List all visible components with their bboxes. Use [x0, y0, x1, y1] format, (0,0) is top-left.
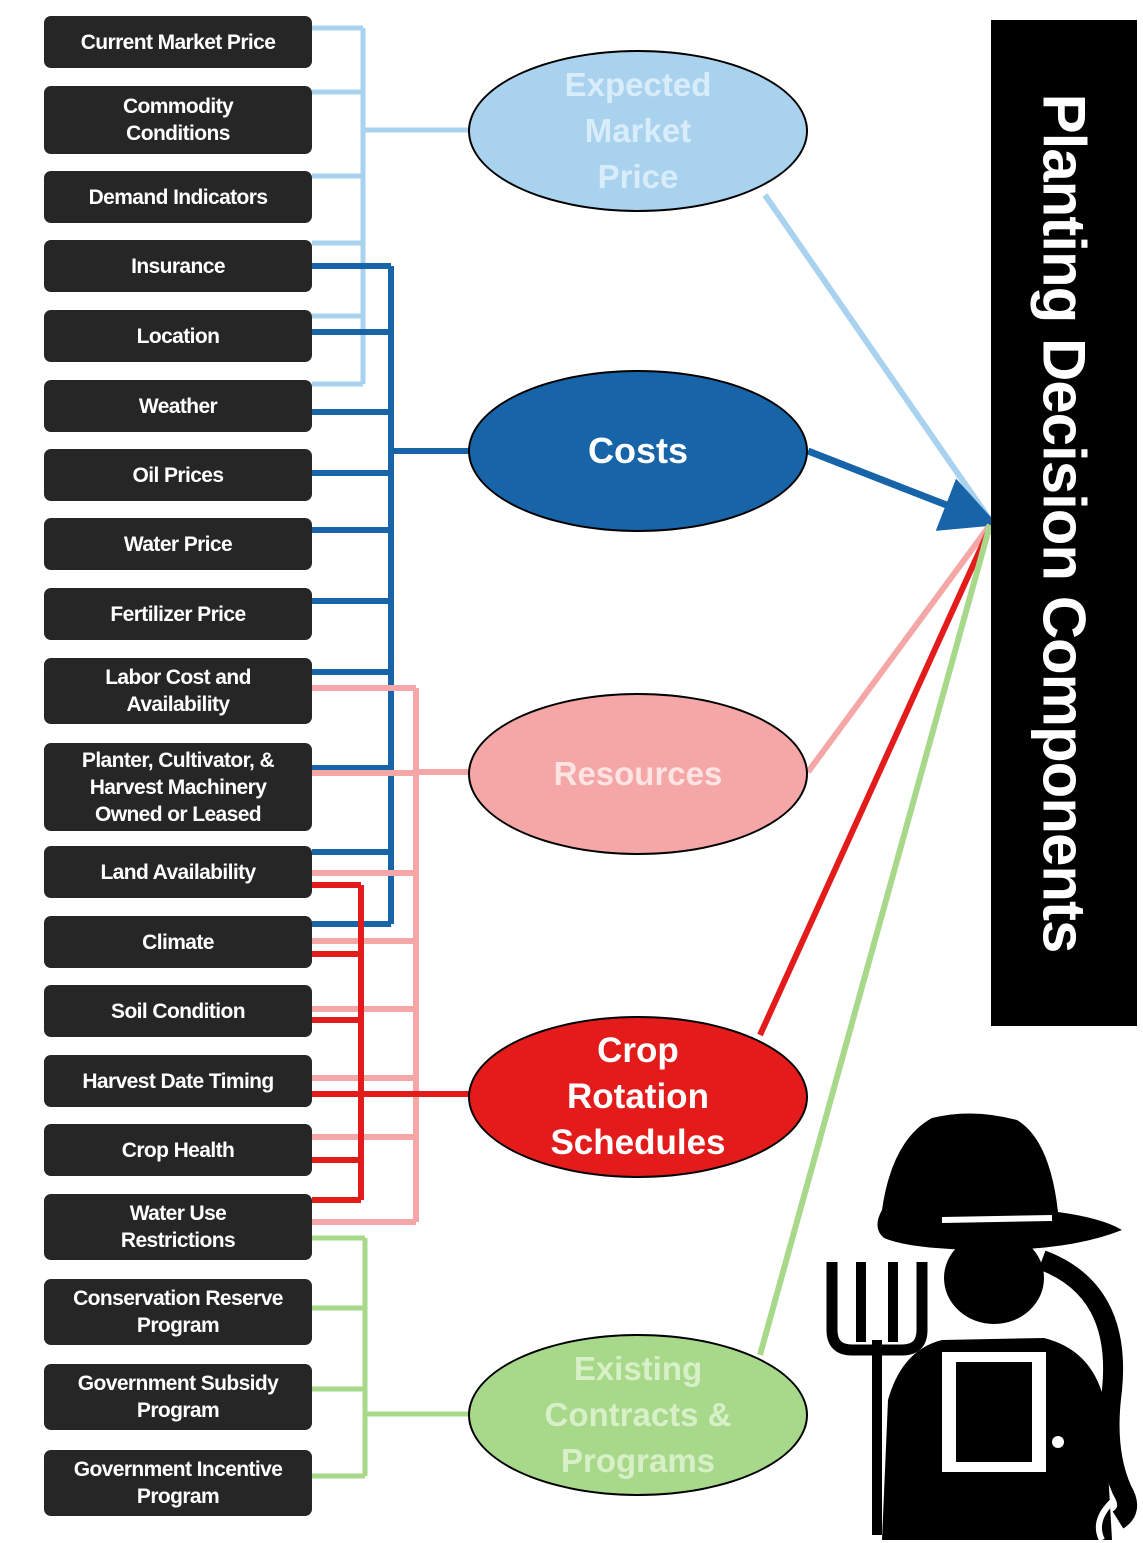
factor-commodity-conditions: Commodity Conditions	[44, 86, 312, 154]
factor-government-incentive-program: Government Incentive Program	[44, 1450, 312, 1516]
factor-weather: Weather	[44, 380, 312, 432]
node-expected-market-price: Expected Market Price	[468, 50, 808, 212]
node-label: Costs	[587, 430, 689, 471]
factor-climate: Climate	[44, 916, 312, 968]
arrow-market-to-title	[762, 193, 993, 522]
factor-water-use-restrictions: Water Use Restrictions	[44, 1194, 312, 1260]
factor-water-price: Water Price	[44, 518, 312, 570]
diagram-title: Planting Decision Components	[1030, 93, 1098, 953]
node-label: Crop Rotation Schedules	[550, 1031, 726, 1162]
factor-machinery-owned-leased: Planter, Cultivator, & Harvest Machinery…	[44, 743, 312, 831]
factor-current-market-price: Current Market Price	[44, 16, 312, 68]
arrow-costs-to-title	[806, 447, 999, 531]
title-banner: Planting Decision Components	[991, 20, 1137, 1026]
node-existing-contracts-programs: Existing Contracts & Programs	[468, 1334, 808, 1496]
factor-oil-prices: Oil Prices	[44, 449, 312, 501]
factor-harvest-date-timing: Harvest Date Timing	[44, 1055, 312, 1107]
factor-demand-indicators: Demand Indicators	[44, 171, 312, 223]
node-label: Existing Contracts & Programs	[544, 1350, 732, 1479]
factor-land-availability: Land Availability	[44, 846, 312, 898]
node-label: Expected Market Price	[564, 66, 712, 195]
node-costs: Costs	[468, 370, 808, 532]
factor-fertilizer-price: Fertilizer Price	[44, 588, 312, 640]
factor-soil-condition: Soil Condition	[44, 985, 312, 1037]
arrow-resources-to-title	[805, 523, 993, 774]
factor-crop-health: Crop Health	[44, 1124, 312, 1176]
node-label: Resources	[553, 755, 723, 792]
node-resources: Resources	[468, 693, 808, 855]
factor-insurance: Insurance	[44, 240, 312, 292]
arrow-contracts-to-title	[757, 524, 993, 1356]
factor-government-subsidy-program: Government Subsidy Program	[44, 1364, 312, 1430]
node-crop-rotation-schedules: Crop Rotation Schedules	[468, 1016, 808, 1178]
factor-location: Location	[44, 310, 312, 362]
factor-conservation-reserve-program: Conservation Reserve Program	[44, 1279, 312, 1345]
factor-labor-cost-availability: Labor Cost and Availability	[44, 658, 312, 724]
arrow-crop-to-title	[757, 526, 993, 1037]
farmer-with-pitchfork-icon	[826, 1113, 1138, 1540]
